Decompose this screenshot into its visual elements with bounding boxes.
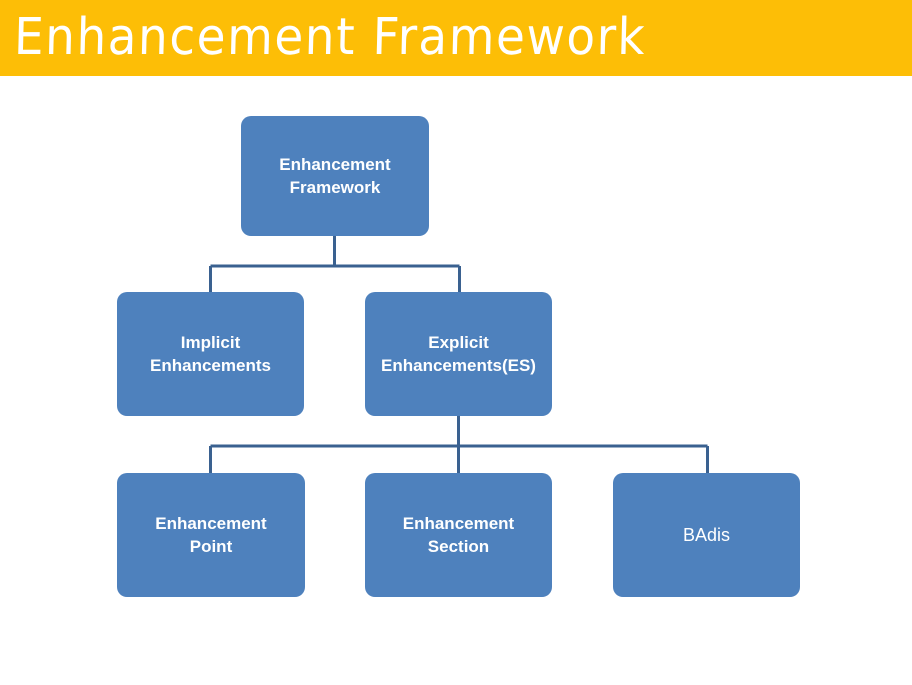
hierarchy-diagram: Enhancement Framework Implicit Enhanceme… xyxy=(0,76,912,685)
node-badis[interactable]: BAdis xyxy=(613,473,800,597)
node-enhancement-section[interactable]: Enhancement Section xyxy=(365,473,552,597)
node-explicit-enhancements[interactable]: Explicit Enhancements(ES) xyxy=(365,292,552,416)
connector-lines xyxy=(209,236,709,473)
node-enhancement-framework[interactable]: Enhancement Framework xyxy=(241,116,429,236)
title-banner: Enhancement Framework xyxy=(0,0,912,76)
node-implicit-enhancements[interactable]: Implicit Enhancements xyxy=(117,292,304,416)
page-title: Enhancement Framework xyxy=(13,7,647,68)
node-enhancement-point[interactable]: Enhancement Point xyxy=(117,473,305,597)
